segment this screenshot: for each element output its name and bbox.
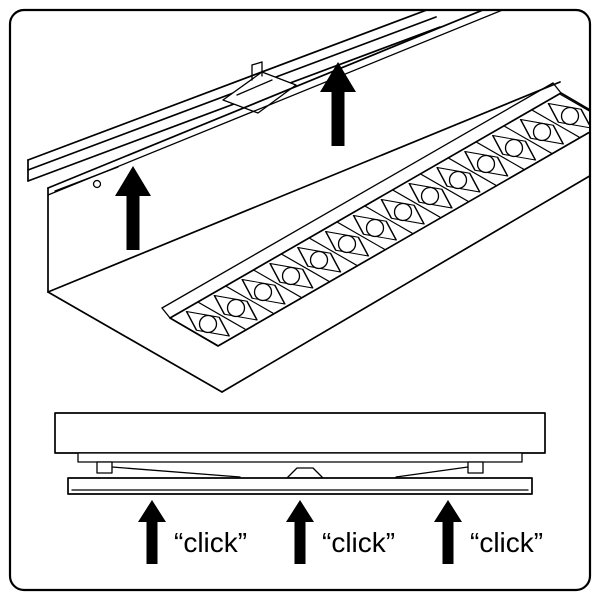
lens-dots	[198, 106, 580, 334]
rail-clip-right	[467, 461, 484, 474]
click-label: “click”	[174, 527, 247, 558]
louvre-cells	[170, 94, 589, 346]
rail-clip-center	[286, 467, 324, 479]
rail-bracket	[222, 61, 297, 114]
figure-border	[8, 8, 592, 592]
ceiling-slab	[54, 412, 546, 454]
ceiling-rail-profile	[77, 452, 523, 479]
luminaire-profile	[67, 477, 533, 495]
up-arrow-icon	[286, 500, 314, 564]
mounting-rail	[27, 11, 441, 192]
up-arrow-icon	[434, 500, 462, 564]
cross-section-view: “click” “click” “click”	[54, 412, 546, 564]
isometric-view	[27, 11, 589, 393]
up-arrow-icon	[115, 166, 151, 250]
louvre-grid	[161, 82, 589, 347]
click-label: “click”	[322, 527, 395, 558]
rail-clip-left	[96, 461, 113, 474]
rail-screw-dot	[92, 179, 102, 189]
up-arrow-icon	[320, 62, 356, 146]
click-label: “click”	[470, 527, 543, 558]
luminaire-housing	[47, 11, 589, 393]
up-arrow-icon	[138, 500, 166, 564]
